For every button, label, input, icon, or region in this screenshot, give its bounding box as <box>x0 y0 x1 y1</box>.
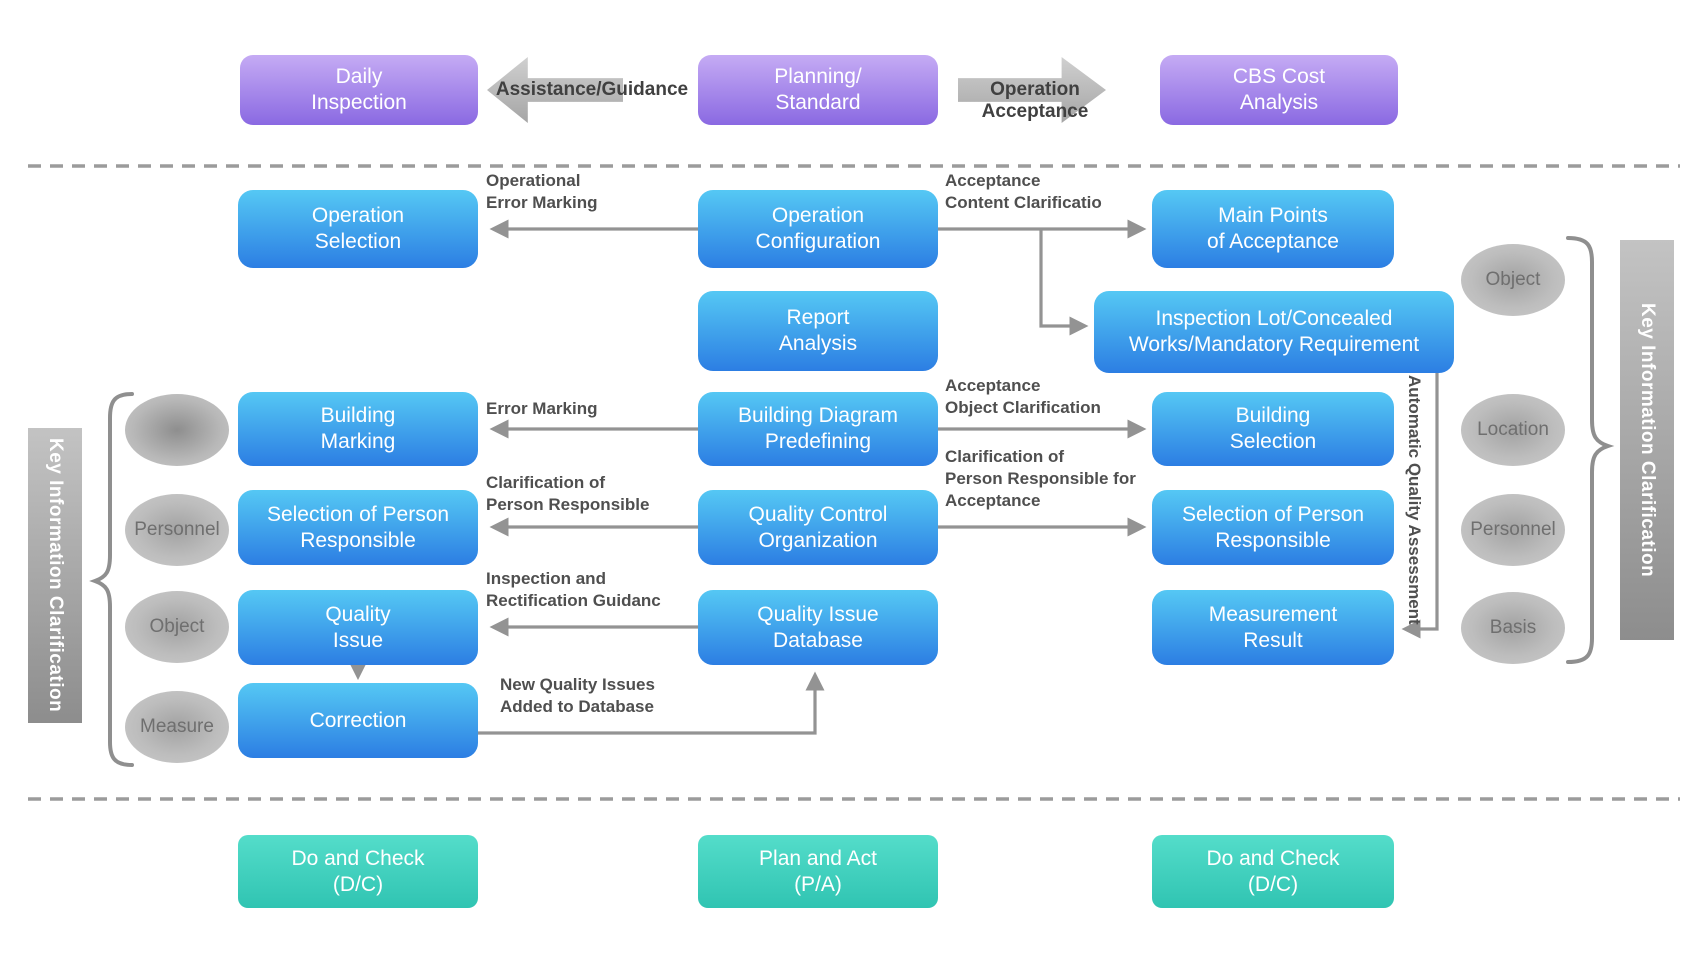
tag-left-object: Object <box>125 591 229 663</box>
node-quality-issue-database: Quality Issue Database <box>698 590 938 665</box>
edge-label-clarification-person-responsible: Clarification of Person Responsible <box>486 473 650 515</box>
node-do-check-right: Do and Check (D/C) <box>1152 835 1394 908</box>
edge-label-operational-error-marking: Operational Error Marking <box>486 171 598 213</box>
edge-label-clarification-person-responsible-acceptance: Clarification of Person Responsible for … <box>945 447 1136 511</box>
left-key-info-bar: Key Information Clarification <box>28 428 82 723</box>
node-quality-control-organization: Quality Control Organization <box>698 490 938 565</box>
edge-label-inspection-rectification-guidance: Inspection and Rectification Guidanc <box>486 569 661 611</box>
node-operation-configuration: Operation Configuration <box>698 190 938 268</box>
node-plan-act: Plan and Act (P/A) <box>698 835 938 908</box>
assistance-guidance-label: Assistance/Guidance <box>495 79 689 100</box>
node-daily-inspection: Daily Inspection <box>240 55 478 125</box>
node-operation-selection: Operation Selection <box>238 190 478 268</box>
node-do-check-left: Do and Check (D/C) <box>238 835 478 908</box>
edge-label-automatic-quality-assessment: Automatic Quality Assessment <box>1405 375 1424 625</box>
node-selection-person-responsible-right: Selection of Person Responsible <box>1152 490 1394 565</box>
node-cbs-cost-analysis: CBS Cost Analysis <box>1160 55 1398 125</box>
edge-label-acceptance-object-clarification: Acceptance Object Clarification <box>945 376 1101 418</box>
tag-right-basis: Basis <box>1461 592 1565 664</box>
operation-acceptance-label: Operation Acceptance <box>981 79 1089 122</box>
node-building-marking: Building Marking <box>238 392 478 466</box>
tag-right-personnel: Personnel <box>1461 494 1565 566</box>
edge-config-to-inspection-lot <box>1039 229 1089 336</box>
node-inspection-lot: Inspection Lot/Concealed Works/Mandatory… <box>1094 291 1454 373</box>
edge-correction-to-database <box>478 671 825 735</box>
tag-left-blank <box>125 394 229 466</box>
tag-right-object: Object <box>1461 244 1565 316</box>
edge-label-new-quality-issues: New Quality Issues Added to Database <box>500 675 655 717</box>
edge-inspection-lot-to-measurement <box>1401 373 1439 639</box>
right-brace <box>1566 236 1615 664</box>
node-building-selection: Building Selection <box>1152 392 1394 466</box>
node-quality-issue: Quality Issue <box>238 590 478 665</box>
node-measurement-result: Measurement Result <box>1152 590 1394 665</box>
edge-label-error-marking: Error Marking <box>486 399 598 418</box>
node-planning-standard: Planning/ Standard <box>698 55 938 125</box>
left-brace <box>89 392 134 767</box>
node-correction: Correction <box>238 683 478 758</box>
node-selection-person-responsible-left: Selection of Person Responsible <box>238 490 478 565</box>
right-key-info-bar: Key Information Clarification <box>1620 240 1674 640</box>
tag-right-location: Location <box>1461 394 1565 466</box>
edge-label-acceptance-content-clarification: Acceptance Content Clarificatio <box>945 171 1102 213</box>
tag-left-measure: Measure <box>125 691 229 763</box>
node-building-diagram-predefining: Building Diagram Predefining <box>698 392 938 466</box>
node-main-points-acceptance: Main Points of Acceptance <box>1152 190 1394 268</box>
node-report-analysis: Report Analysis <box>698 291 938 371</box>
tag-left-personnel: Personnel <box>125 494 229 566</box>
